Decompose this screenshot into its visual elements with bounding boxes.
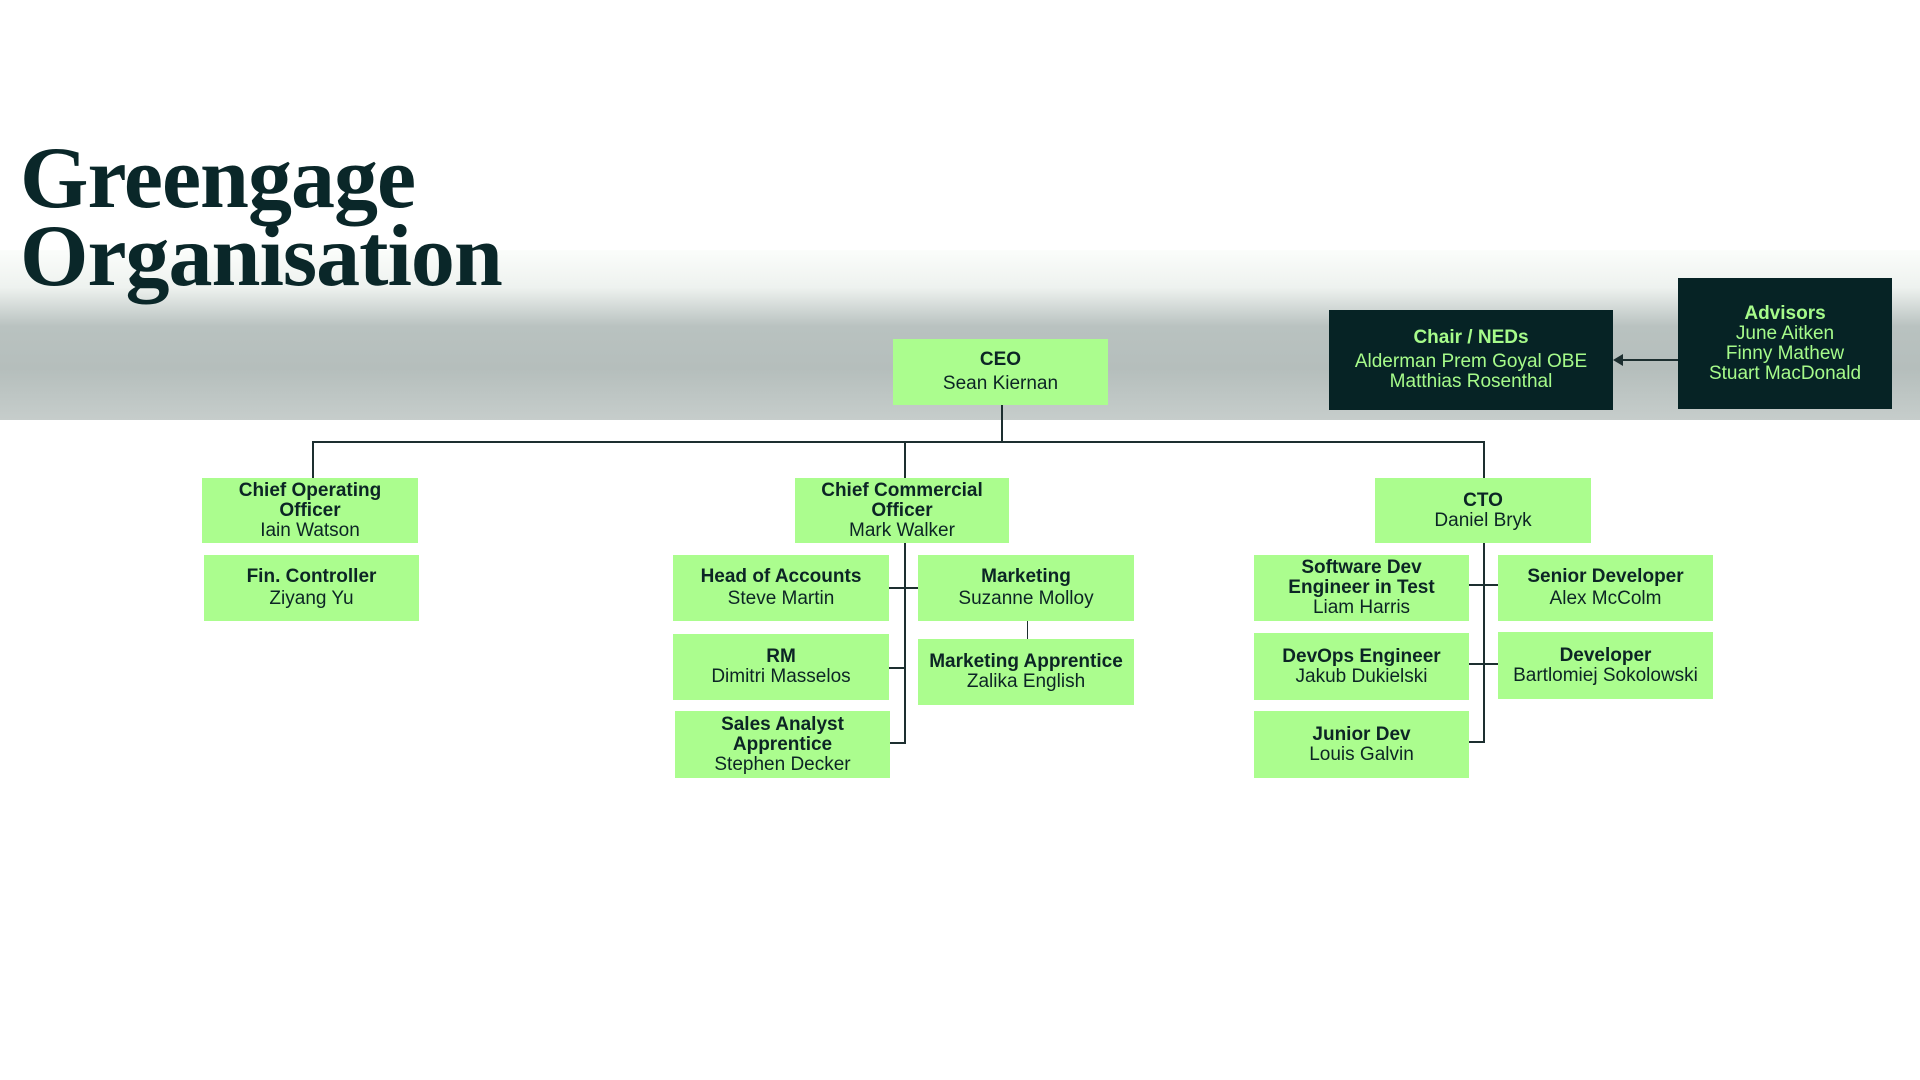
connector [890, 742, 905, 744]
connector [889, 587, 918, 589]
node-text: Daniel Bryk [1434, 509, 1532, 531]
node-role: Sales Analyst Apprentice [721, 713, 844, 755]
node-role: Junior Dev [1312, 723, 1411, 745]
node-text: Greengage [20, 130, 416, 227]
node-role: Developer [1559, 644, 1652, 666]
node-text: Iain Watson [260, 519, 360, 541]
connector [312, 441, 314, 478]
connector [1469, 663, 1498, 665]
connector [1001, 405, 1003, 442]
node-text: Stephen Decker [714, 753, 851, 775]
node-role: Fin. Controller [246, 566, 377, 587]
connector [904, 441, 906, 478]
node-text: Sean Kiernan [942, 373, 1059, 394]
node-text: Jakub Dukielski [1295, 665, 1428, 687]
connector [1469, 584, 1498, 586]
node-role: Marketing Apprentice [929, 651, 1123, 672]
node-text: Louis Galvin [1309, 743, 1414, 765]
node-role: Senior Developer [1527, 566, 1684, 587]
node-text: Mark Walker [849, 519, 955, 541]
node-text: Finny Mathew [1725, 342, 1845, 364]
node-text: Zalika English [966, 671, 1086, 692]
node-role: CTO [1463, 489, 1503, 511]
node-role: Chief Commercial Officer [821, 479, 983, 521]
connector [904, 543, 906, 744]
node-text: Steve Martin [727, 588, 835, 609]
connector [1469, 741, 1485, 743]
arrow-head-icon [1613, 354, 1623, 366]
node-role: Marketing [981, 566, 1071, 587]
node-text: Alderman Prem Goyal OBE [1354, 351, 1588, 372]
node-role: Advisors [1744, 302, 1826, 324]
node-text: Matthias Rosenthal [1389, 371, 1553, 392]
node-ceo: CEO Sean Kiernan [893, 339, 1108, 405]
node-role: CEO [979, 349, 1022, 370]
connector [889, 667, 905, 669]
node-role: DevOps Engineer [1282, 645, 1441, 667]
node-text: Alex McColm [1549, 588, 1662, 609]
node-text: Bartlomiej Sokolowski [1513, 664, 1698, 686]
node-text: Liam Harris [1312, 597, 1411, 618]
node-text: Ziyang Yu [269, 588, 354, 609]
node-role: Head of Accounts [700, 566, 862, 587]
connector [1483, 543, 1485, 743]
connector [312, 441, 1484, 443]
node-role: Software Dev Engineer in Test [1288, 557, 1435, 598]
node-text: Stuart MacDonald [1708, 362, 1862, 384]
advisors-arrow-line [1622, 359, 1678, 361]
node-text: June Aitken [1735, 322, 1835, 344]
node-role: Chief Operating Officer [238, 479, 382, 521]
node-text: Dimitri Masselos [711, 666, 851, 687]
node-role: Chair / NEDs [1413, 327, 1529, 348]
connector [1483, 441, 1485, 478]
node-text: Suzanne Molloy [958, 588, 1094, 609]
node-text: Organisation [20, 208, 503, 305]
connector [1027, 621, 1028, 639]
node-role: RM [766, 646, 796, 667]
